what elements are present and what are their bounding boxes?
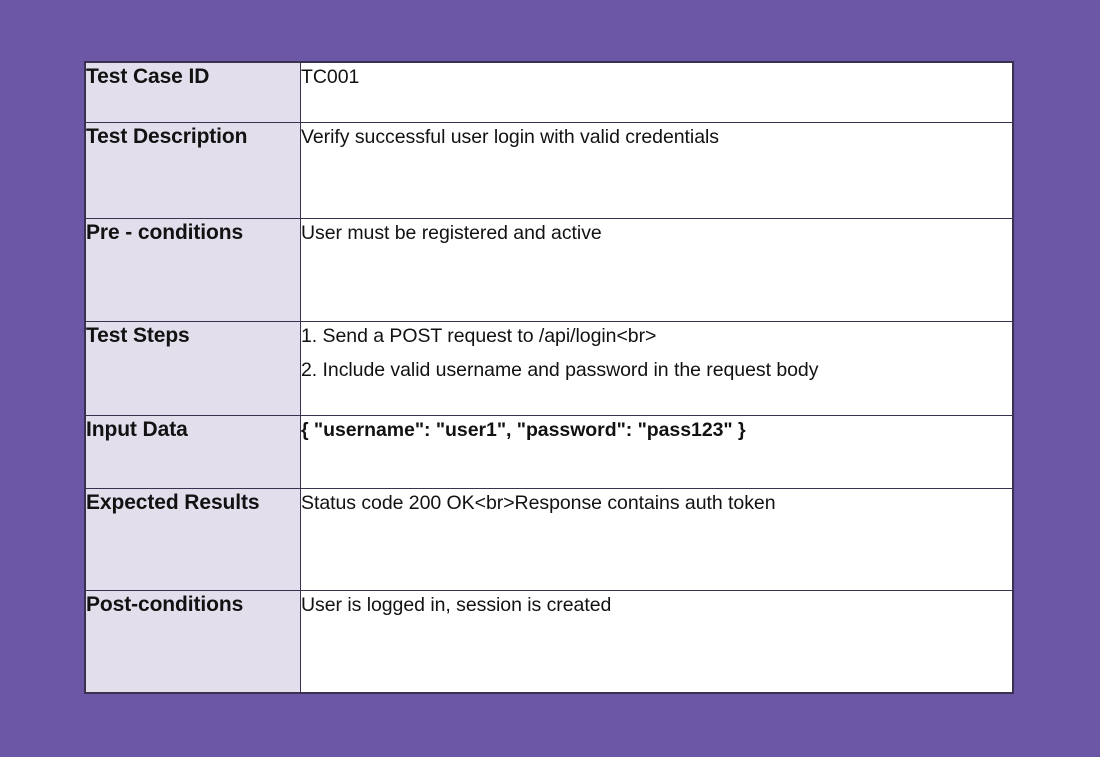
- value-line: User is logged in, session is created: [301, 594, 612, 616]
- row-label-test-description: Test Description: [85, 122, 301, 219]
- test-case-table: Test Case ID TC001 Test Description Veri…: [85, 62, 1013, 693]
- row-value-pre-conditions: User must be registered and active: [300, 218, 1013, 322]
- table-row: Expected Results Status code 200 OK<br>R…: [85, 488, 1013, 591]
- value-line: Verify successful user login with valid …: [301, 126, 719, 148]
- row-value-input-data: { "username": "user1", "password": "pass…: [300, 415, 1013, 489]
- value-line: { "username": "user1", "password": "pass…: [301, 419, 746, 441]
- value-line: Status code 200 OK<br>Response contains …: [301, 492, 776, 514]
- row-label-test-steps: Test Steps: [85, 321, 301, 416]
- row-value-post-conditions: User is logged in, session is created: [300, 590, 1013, 693]
- row-label-input-data: Input Data: [85, 415, 301, 489]
- value-line: 1. Send a POST request to /api/login<br>: [301, 325, 657, 347]
- row-label-post-conditions: Post-conditions: [85, 590, 301, 693]
- table-row: Post-conditions User is logged in, sessi…: [85, 590, 1013, 693]
- table-row: Test Case ID TC001: [85, 62, 1013, 123]
- table-row: Pre - conditions User must be registered…: [85, 218, 1013, 322]
- table-row: Test Steps 1. Send a POST request to /ap…: [85, 321, 1013, 416]
- test-case-table-body: Test Case ID TC001 Test Description Veri…: [85, 62, 1013, 693]
- row-value-test-case-id: TC001: [300, 62, 1013, 123]
- table-row: Input Data { "username": "user1", "passw…: [85, 415, 1013, 489]
- row-value-expected-results: Status code 200 OK<br>Response contains …: [300, 488, 1013, 591]
- row-label-pre-conditions: Pre - conditions: [85, 218, 301, 322]
- value-line: 2. Include valid username and password i…: [301, 359, 819, 382]
- value-line: User must be registered and active: [301, 222, 602, 244]
- row-label-expected-results: Expected Results: [85, 488, 301, 591]
- row-label-test-case-id: Test Case ID: [85, 62, 301, 123]
- value-line: TC001: [301, 66, 360, 88]
- table-row: Test Description Verify successful user …: [85, 122, 1013, 219]
- row-value-test-description: Verify successful user login with valid …: [300, 122, 1013, 219]
- row-value-test-steps: 1. Send a POST request to /api/login<br>…: [300, 321, 1013, 416]
